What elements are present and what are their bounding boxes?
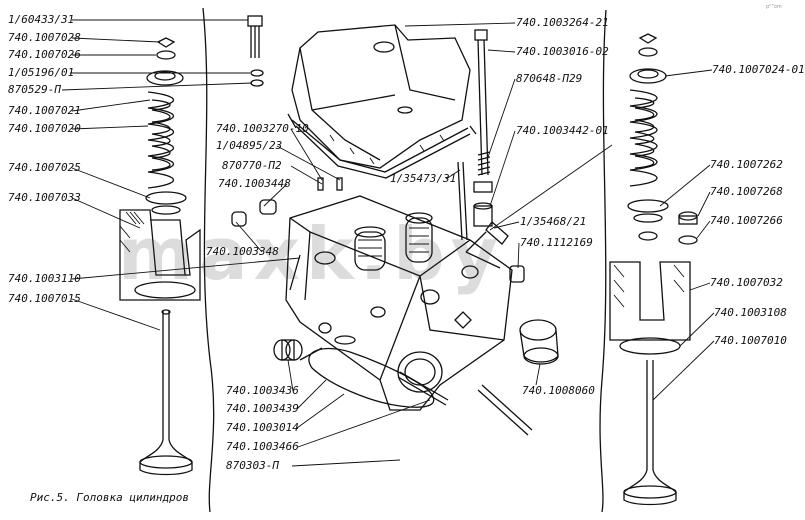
part-label: 1/04895/23 <box>216 139 283 152</box>
part-label: 740.1003264-21 <box>516 16 609 29</box>
left-divider-line <box>202 7 215 513</box>
part-label: 740.1007021 <box>8 104 81 117</box>
small-parts <box>231 161 525 283</box>
part-label: 740.1007032 <box>710 276 783 289</box>
part-label: 740.1007262 <box>710 158 783 171</box>
push-rod <box>473 29 493 227</box>
part-label: 740.1007028 <box>8 31 81 44</box>
part-label: 740.1003110 <box>8 272 81 285</box>
part-label: 1/60433/31 <box>8 13 75 26</box>
part-label: 740.1007024-01 <box>712 63 805 76</box>
gasket-ring <box>308 347 435 408</box>
part-label: 1/35473/31 <box>390 172 457 185</box>
part-label: 740.1007025 <box>8 161 81 174</box>
part-label: 740.1007026 <box>8 48 81 61</box>
part-label: 740.1003270-10 <box>216 122 309 135</box>
part-label: 740.1003348 <box>206 245 279 258</box>
part-label: 740.1007033 <box>8 191 81 204</box>
valve-cover <box>287 24 477 179</box>
part-label: 740.1112169 <box>520 236 593 249</box>
cylinder-head-block <box>285 195 513 411</box>
part-label: 740.1003014 <box>226 421 299 434</box>
part-label: 870303-П <box>226 459 279 472</box>
part-label: 740.1003466 <box>226 440 299 453</box>
part-label: 870648-П29 <box>516 72 583 85</box>
part-label: 740.1007010 <box>714 334 787 347</box>
watermark: maxk.by <box>118 212 504 296</box>
right-valve-assembly <box>609 33 698 506</box>
part-label: 870529-П <box>8 83 61 96</box>
guide-bushing <box>519 319 559 365</box>
long-stud <box>397 371 533 436</box>
part-label: 870770-П2 <box>222 159 282 172</box>
corner-mark: p""om <box>766 4 782 10</box>
part-label: 740.1003016-02 <box>516 45 609 58</box>
part-label: 740.1003439 <box>226 402 299 415</box>
part-label: 740.1003442-01 <box>516 124 609 137</box>
leader-lines <box>61 19 715 467</box>
plug <box>273 339 303 361</box>
left-valve-assembly <box>119 15 264 476</box>
part-label: 740.1008060 <box>522 384 595 397</box>
figure-caption: Рис.5. Головка цилиндров <box>30 491 189 504</box>
part-label: 740.1003436 <box>226 384 299 397</box>
part-label: 740.1007268 <box>710 185 783 198</box>
part-label: 740.1007266 <box>710 214 783 227</box>
part-label: 740.1007015 <box>8 292 81 305</box>
right-divider-line <box>599 9 607 513</box>
part-label: 740.1003108 <box>714 306 787 319</box>
part-label: 1/05196/01 <box>8 66 75 79</box>
part-label: 740.1007020 <box>8 122 81 135</box>
part-label: 740.1003448 <box>218 177 291 190</box>
part-label: 1/35468/21 <box>520 215 587 228</box>
